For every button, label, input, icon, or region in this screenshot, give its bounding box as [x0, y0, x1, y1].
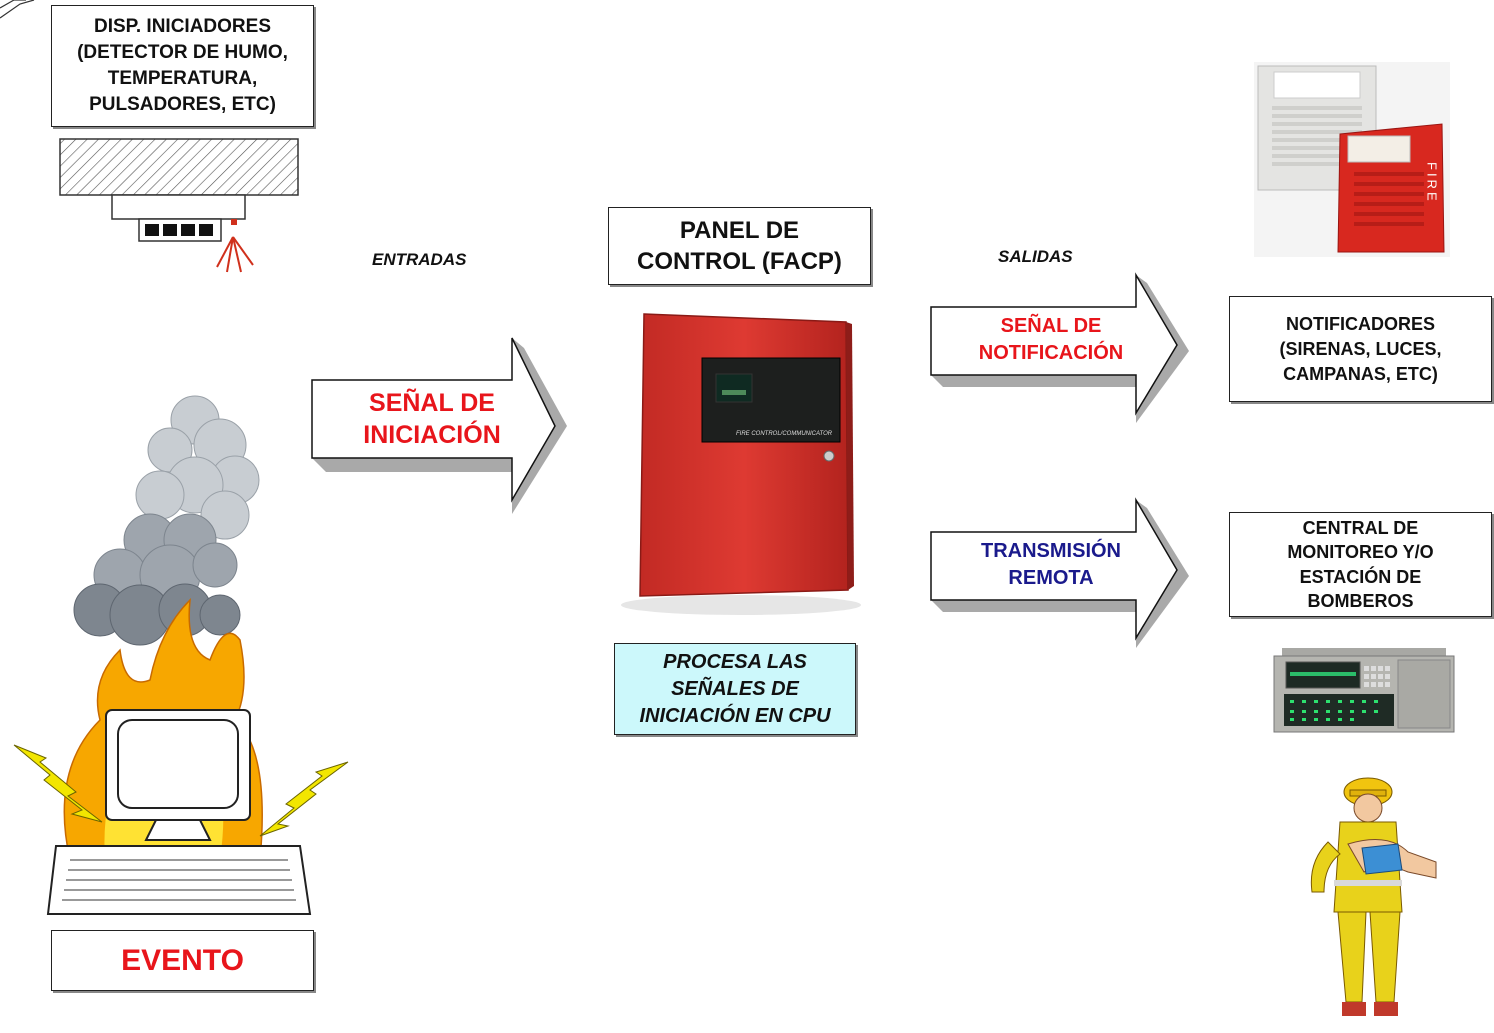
notifiers-box: NOTIFICADORES (SIRENAS, LUCES, CAMPANAS,… — [1229, 296, 1492, 402]
horn-strobe-icon: FIRE — [1254, 62, 1450, 257]
initiation-signal-label: SEÑAL DE INICIACIÓN — [363, 389, 501, 449]
initiation-signal-arrow — [311, 337, 567, 514]
firefighter-icon — [1310, 777, 1437, 1016]
notification-signal-arrow — [930, 272, 1189, 423]
process-box: PROCESA LAS SEÑALES DE INICIACIÓN EN CPU — [614, 643, 856, 735]
remote-transmission-label: TRANSMISIÓN REMOTA — [981, 540, 1121, 589]
panel-plate-text: FIRE CONTROL/COMMUNICATOR — [736, 431, 833, 437]
panel-title-box: PANEL DE CONTROL (FACP) — [608, 207, 871, 285]
monitoring-box: CENTRAL DE MONITOREO Y/O ESTACIÓN DE BOM… — [1229, 512, 1492, 617]
fire-lettering: FIRE — [1425, 162, 1440, 204]
fire-alarm-panel-icon: FIRE CONTROL/COMMUNICATOR — [621, 313, 861, 615]
initiators-box: DISP. INICIADORES (DETECTOR DE HUMO, TEM… — [51, 5, 314, 127]
outputs-label: SALIDAS — [998, 247, 1073, 266]
smoke-detector-icon — [59, 138, 299, 273]
event-box: EVENTO — [51, 930, 314, 991]
corner-decoration — [0, 0, 35, 19]
inputs-label: ENTRADAS — [372, 250, 467, 269]
fire-computer-event-icon — [13, 395, 349, 915]
monitoring-receiver-icon — [1273, 648, 1455, 733]
notification-signal-label: SEÑAL DE NOTIFICACIÓN — [978, 315, 1124, 364]
remote-transmission-arrow — [930, 497, 1189, 648]
